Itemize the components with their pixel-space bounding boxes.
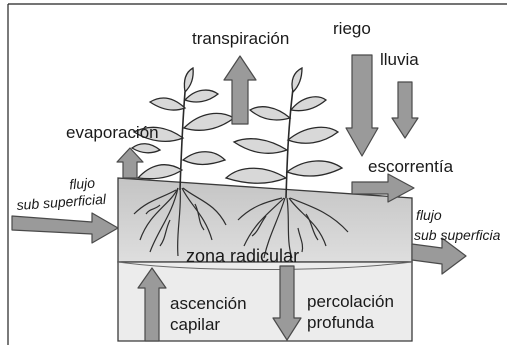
runoff-arrow bbox=[351, 173, 415, 203]
rain-label: lluvia bbox=[380, 50, 419, 69]
soil-block bbox=[117, 177, 413, 342]
root-zone-label: zona radicular bbox=[186, 246, 299, 266]
percolation-label-line1: percolación bbox=[307, 292, 394, 311]
deep-percolation-arrow bbox=[272, 265, 302, 341]
irrigation-label: riego bbox=[333, 19, 371, 38]
transpiration-label: transpiración bbox=[192, 29, 289, 48]
subsoil-layer bbox=[117, 261, 413, 342]
soil-layer-boundary bbox=[117, 261, 413, 270]
subsurface-inflow-label: flujo sub superficial bbox=[16, 175, 107, 213]
right-plant-roots bbox=[237, 197, 349, 259]
subsurface-outflow-label: flujo sub superficia bbox=[414, 207, 501, 243]
runoff-label: escorrentía bbox=[368, 157, 454, 176]
subsurface-outflow-line1: flujo bbox=[416, 207, 442, 223]
capillary-rise-arrow bbox=[137, 267, 167, 342]
capillary-label-line1: ascención bbox=[170, 294, 247, 313]
left-plant-roots bbox=[133, 187, 227, 257]
right-plant bbox=[224, 66, 344, 199]
subsurface-inflow-arrow bbox=[11, 212, 119, 244]
evaporation-arrow bbox=[116, 147, 144, 179]
rain-arrow bbox=[391, 81, 419, 139]
subsurface-inflow-line2: sub superficial bbox=[16, 191, 107, 213]
irrigation-arrow bbox=[345, 54, 379, 157]
evaporation-label: evaporación bbox=[66, 123, 159, 142]
transpiration-arrow bbox=[223, 55, 257, 125]
percolation-label-line2: profunda bbox=[307, 313, 375, 332]
capillary-label-line2: capilar bbox=[170, 315, 220, 334]
subsurface-inflow-line1: flujo bbox=[69, 175, 96, 193]
left-plant bbox=[130, 66, 236, 191]
subsurface-outflow-line2: sub superficia bbox=[414, 227, 501, 243]
subsurface-outflow-arrow bbox=[411, 237, 467, 275]
